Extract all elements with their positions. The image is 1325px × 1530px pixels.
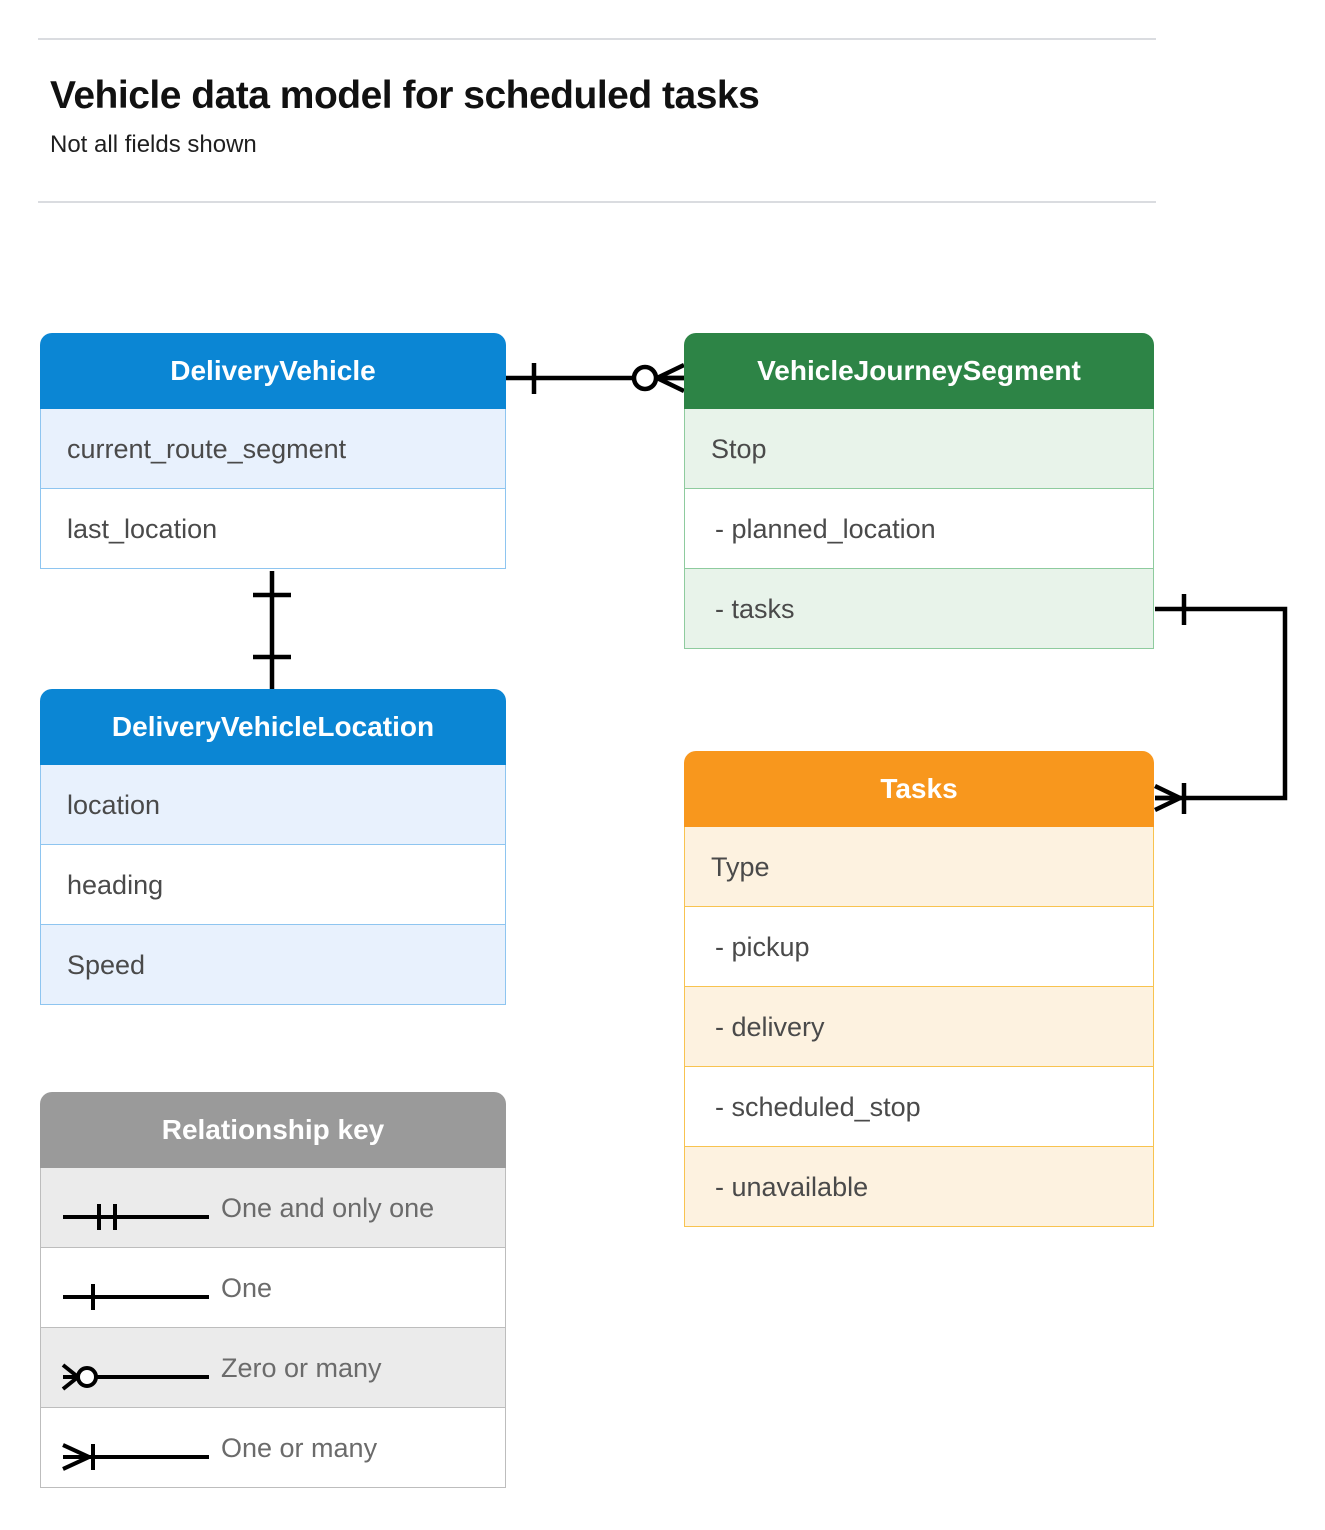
entity-delivery-vehicle-location-title: DeliveryVehicleLocation: [40, 689, 506, 765]
legend-item-label: One and only one: [221, 1193, 435, 1223]
entity-field-row: - planned_location: [684, 489, 1154, 569]
header-divider-top: [38, 38, 1156, 40]
cardinality-zero-circle: [631, 364, 659, 392]
header-divider-bottom: [38, 201, 1156, 203]
legend-item-label: One: [221, 1273, 273, 1303]
page-title: Vehicle data model for scheduled tasks: [50, 74, 760, 117]
entity-field-row: Type: [684, 827, 1154, 907]
entity-tasks[interactable]: Tasks Type - pickup - delivery - schedul…: [684, 751, 1154, 1227]
legend-item-zero-or-many: Zero or many: [40, 1328, 506, 1408]
legend-item-one-and-only-one: One and only one: [40, 1168, 506, 1248]
entity-field-row: Stop: [684, 409, 1154, 489]
legend-item-label: Zero or many: [221, 1353, 382, 1383]
legend-item-one-or-many: One or many: [40, 1408, 506, 1488]
entity-field-row: current_route_segment: [40, 409, 506, 489]
entity-vehicle-journey-segment[interactable]: VehicleJourneySegment Stop - planned_loc…: [684, 333, 1154, 649]
entity-field-row: location: [40, 765, 506, 845]
entity-delivery-vehicle-location[interactable]: DeliveryVehicleLocation location heading…: [40, 689, 506, 1005]
entity-vehicle-journey-segment-title: VehicleJourneySegment: [684, 333, 1154, 409]
entity-field-row: - delivery: [684, 987, 1154, 1067]
legend-item-label: One or many: [221, 1433, 378, 1463]
one-and-only-one-icon: [61, 1188, 211, 1230]
crowsfoot-lower: [656, 375, 685, 394]
entity-field-row: last_location: [40, 489, 506, 569]
connector-segment-to-tasks: [1155, 606, 1288, 801]
entity-field-row: Speed: [40, 925, 506, 1005]
one-or-many-icon: [61, 1428, 211, 1471]
entity-field-row: - unavailable: [684, 1147, 1154, 1227]
entity-tasks-title: Tasks: [684, 751, 1154, 827]
legend-item-one: One: [40, 1248, 506, 1328]
entity-delivery-vehicle[interactable]: DeliveryVehicle current_route_segment la…: [40, 333, 506, 569]
crowsfoot-upper: [656, 362, 685, 381]
entity-field-row: heading: [40, 845, 506, 925]
page-subtitle: Not all fields shown: [50, 131, 257, 158]
entity-field-row: - pickup: [684, 907, 1154, 987]
relationship-key-legend[interactable]: Relationship key One and only one One: [40, 1092, 506, 1488]
entity-field-row: - tasks: [684, 569, 1154, 649]
relationship-key-title: Relationship key: [40, 1092, 506, 1168]
tasks-crowsfoot-upper: [1154, 783, 1181, 801]
tasks-crowsfoot-lower: [1154, 795, 1181, 813]
zero-or-many-icon: [61, 1348, 211, 1391]
one-icon: [61, 1268, 211, 1310]
entity-delivery-vehicle-title: DeliveryVehicle: [40, 333, 506, 409]
entity-field-row: - scheduled_stop: [684, 1067, 1154, 1147]
